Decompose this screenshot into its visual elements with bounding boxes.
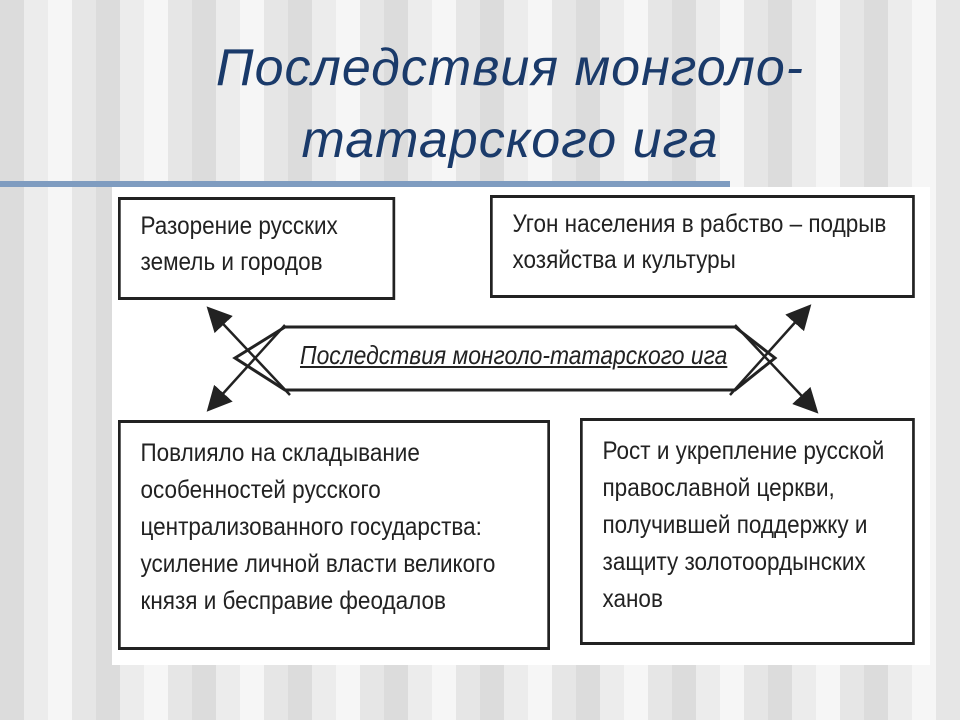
arrow-bottom-right	[734, 324, 819, 414]
slide-title-line1: Последствия монголо-	[215, 39, 805, 97]
box-state: Повлияло на складывание особенностей рус…	[118, 420, 550, 650]
arrow-bottom-left	[206, 324, 286, 412]
box-ruin-text: Разорение русских земель и городов	[140, 212, 338, 276]
title-divider	[0, 181, 730, 187]
diagram-scan	[112, 187, 930, 665]
box-church: Рост и укрепление русской православной ц…	[580, 418, 915, 645]
center-label: Последствия монголо-татарского ига	[300, 340, 728, 370]
box-slavery-text: Угон населения в рабство – подрыв хозяйс…	[512, 210, 887, 274]
slide-title-line2: татарского ига	[301, 111, 719, 169]
box-church-text: Рост и укрепление русской православной ц…	[602, 437, 885, 613]
box-ruin: Разорение русских земель и городов	[118, 197, 396, 300]
box-slavery: Угон населения в рабство – подрыв хозяйс…	[490, 195, 915, 298]
arrow-top-right	[729, 304, 812, 396]
box-state-text: Повлияло на складывание особенностей рус…	[140, 439, 496, 615]
arrow-top-left	[206, 306, 291, 396]
